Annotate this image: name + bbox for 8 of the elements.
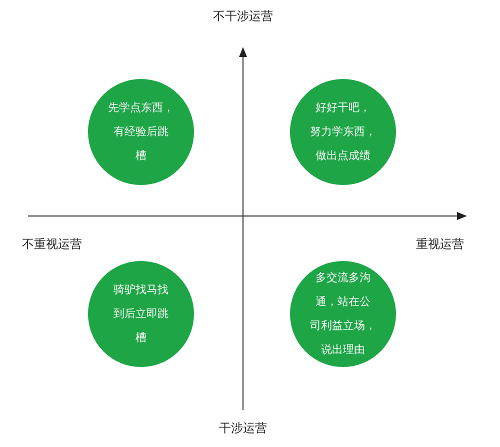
axis-label: 不干涉运营 xyxy=(213,8,273,25)
quadrant-text: 骑驴找马找到后立即跳槽 xyxy=(114,282,168,346)
quadrant-text: 先学点东西，有经验后跳槽 xyxy=(108,100,174,164)
quadrant-text: 好好干吧，努力学东西，做出点成绩 xyxy=(310,100,376,164)
axis-label: 不重视运营 xyxy=(22,236,82,253)
quadrant-text: 多交流多沟通，站在公司利益立场，说出理由 xyxy=(310,270,376,358)
axis-label: 重视运营 xyxy=(416,236,464,253)
axis-label: 干涉运营 xyxy=(219,420,267,437)
